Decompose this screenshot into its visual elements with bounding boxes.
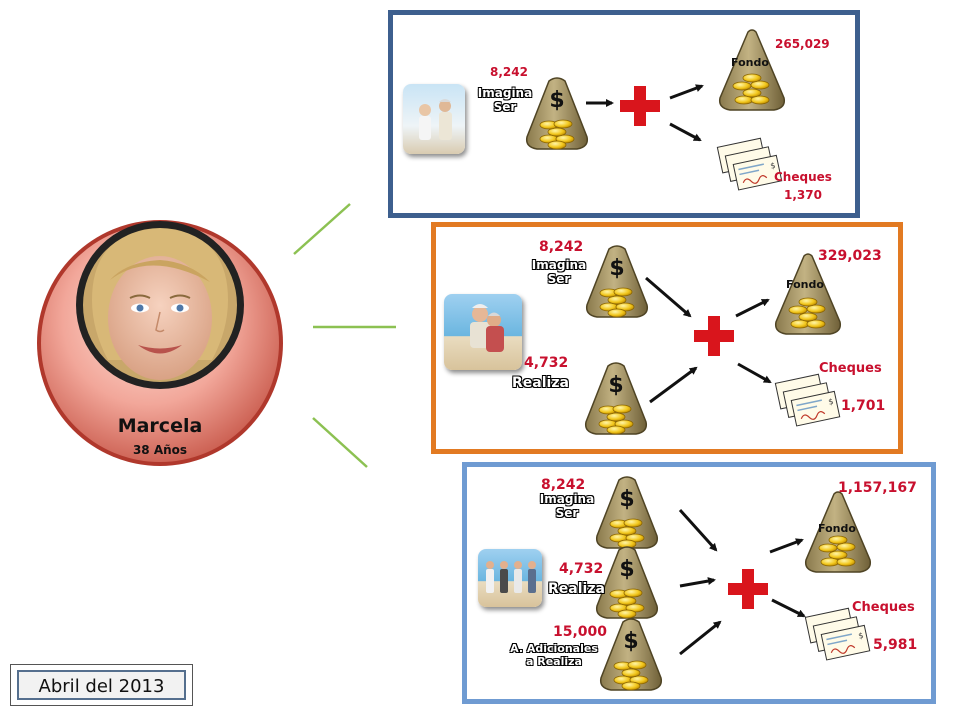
contribution-amount: 8,242: [541, 477, 586, 493]
contribution-label: Imagina Ser: [524, 258, 594, 287]
cheques-icon: [774, 371, 841, 430]
fund-value: 265,029: [775, 37, 830, 51]
photo-group-beach: [478, 549, 542, 607]
profile-avatar: [37, 220, 283, 466]
panel2-graphics: [584, 245, 842, 435]
plus-icon: [620, 86, 660, 126]
scenario-panel-imagina: [388, 10, 860, 218]
profile-name: Marcela: [117, 415, 203, 437]
label-line1: Realiza: [512, 375, 569, 391]
fund-value: 1,157,167: [838, 480, 917, 496]
date-inner-frame: Abril del 2013: [17, 670, 186, 700]
money-bag-icon: [585, 245, 649, 318]
label-line2: a Realiza: [526, 654, 582, 668]
profile-age: 38 Años: [132, 443, 188, 457]
plus-icon: [694, 316, 734, 356]
money-bag-icon: [595, 476, 659, 549]
cheques-icon: [716, 135, 783, 194]
date-box: Abril del 2013: [10, 664, 193, 706]
fund-label: Fondo: [786, 278, 824, 291]
contribution-label: Imagina Ser: [532, 492, 602, 521]
contribution-label: Realiza: [548, 581, 605, 597]
photo-couple-embrace: [444, 294, 522, 370]
money-bag-icon: [599, 618, 663, 691]
money-bag-icon: [595, 546, 659, 619]
fund-label: Fondo: [731, 56, 769, 69]
contribution-amount: 4,732: [524, 355, 569, 371]
photo-couple-beach: [403, 84, 465, 154]
label-line1: A. Adicionales: [510, 642, 598, 655]
contribution-amount: 8,242: [490, 65, 528, 79]
cheques-value: 5,981: [873, 637, 918, 653]
label-line2: Ser: [493, 99, 517, 114]
contribution-label: Imagina Ser: [470, 86, 540, 115]
money-bag-icon: [584, 362, 648, 435]
cheques-label: Cheques: [774, 170, 832, 184]
label-line2: Ser: [547, 271, 571, 286]
label-line1: Imagina: [539, 492, 595, 506]
label-line1: Imagina: [531, 258, 587, 272]
cheques-value: 1,370: [784, 188, 822, 202]
contribution-amount: 15,000: [553, 624, 608, 640]
panel3-graphics: [595, 476, 872, 691]
plus-icon: [728, 569, 768, 609]
fund-value: 329,023: [818, 248, 882, 264]
label-line1: Imagina: [477, 86, 533, 100]
panel1-graphics: [525, 29, 786, 194]
contribution-amount: 8,242: [539, 239, 584, 255]
label-line2: Ser: [555, 505, 579, 520]
connector-lines: [293, 203, 396, 468]
contribution-label: A. Adicionales a Realiza: [502, 642, 606, 668]
cheques-label: Cheques: [819, 361, 882, 376]
cheques-value: 1,701: [841, 398, 886, 414]
cheques-label: Cheques: [852, 600, 915, 615]
fund-label: Fondo: [818, 522, 856, 535]
contribution-label: Realiza: [512, 375, 569, 391]
label-line1: Realiza: [548, 581, 605, 597]
fund-bag-icon: [774, 253, 842, 335]
contribution-amount: 4,732: [559, 561, 604, 577]
date-label: Abril del 2013: [38, 676, 165, 697]
